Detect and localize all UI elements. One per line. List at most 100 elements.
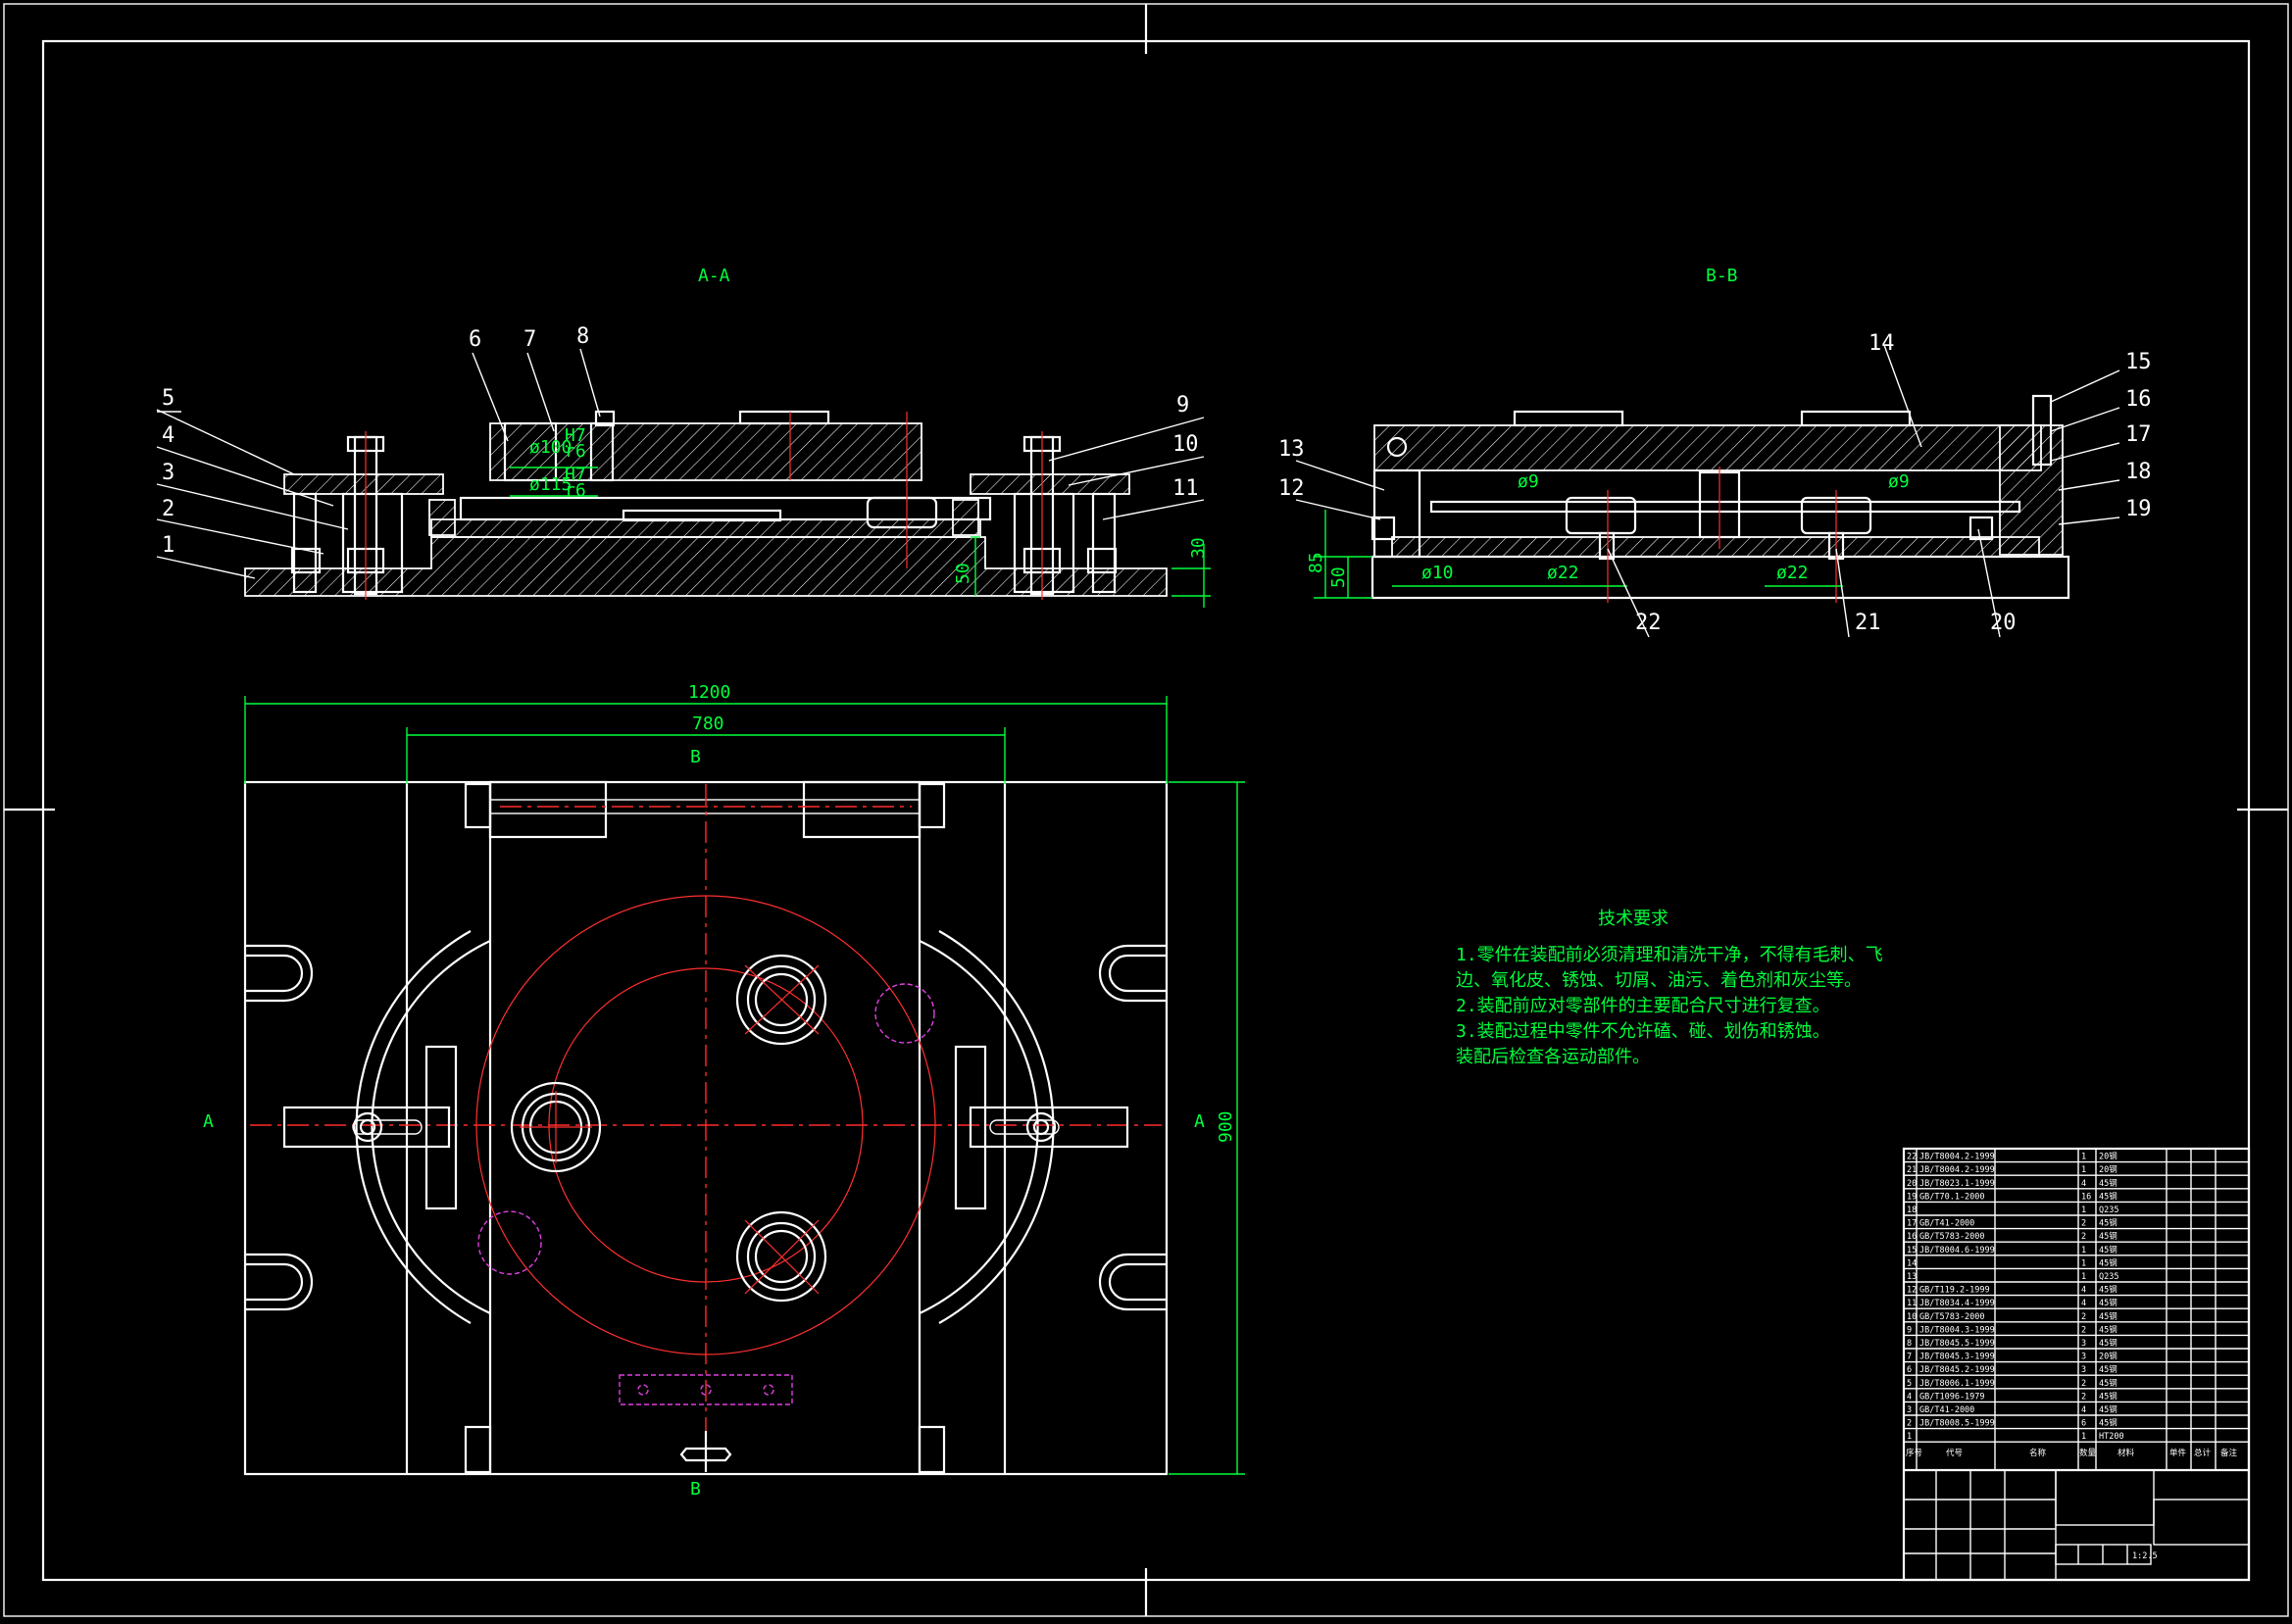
part-number: 19 <box>2125 497 2152 521</box>
bom-header-cell: 备注 <box>2220 1448 2238 1458</box>
dim-fit-bot-1: r6 <box>565 441 586 462</box>
bom-cell: 45钢 <box>2099 1364 2118 1375</box>
dim-fit-top-1: H7 <box>565 425 586 446</box>
part-number: 8 <box>576 324 589 349</box>
tech-req-line: 1.零件在装配前必须清理和清洗干净，不得有毛刺、飞 <box>1456 945 1883 965</box>
tech-req-line: 3.装配过程中零件不允许磕、碰、划伤和锈蚀。 <box>1456 1021 1830 1042</box>
dim-85: 85 <box>1306 552 1326 573</box>
part-number: 22 <box>1635 611 1662 635</box>
part-number: 7 <box>523 327 536 352</box>
bom-cell: JB/T8008.5-1999 <box>1919 1419 1995 1429</box>
bom-cell: 45钢 <box>2099 1404 2118 1415</box>
bom-cell: 2 <box>2081 1232 2086 1242</box>
bom-header-cell: 序号 <box>1906 1448 1922 1458</box>
bom-cell: 11 <box>1907 1299 1917 1308</box>
part-number-labels-bb: 12 13 14 15 16 17 18 19 20 21 22 <box>1278 331 2152 635</box>
bom-cell: 1 <box>2081 1258 2086 1268</box>
bom-cell: 3 <box>2081 1339 2086 1349</box>
part-number: 5 <box>162 386 174 411</box>
dim-30: 30 <box>1188 537 1209 559</box>
part-number: 6 <box>469 327 481 352</box>
bom-cell: 2 <box>2081 1219 2086 1229</box>
section-marker-b-bottom: B <box>690 1479 701 1500</box>
dim-phi9-b: ø9 <box>1888 471 1910 492</box>
scale-value: 1:2.5 <box>2132 1551 2158 1561</box>
bom-cell: Q235 <box>2099 1206 2118 1215</box>
bom-cell: 20钢 <box>2099 1164 2118 1175</box>
bom-cell: 6 <box>1907 1365 1912 1375</box>
dim-phi100: ø100 <box>529 437 572 458</box>
bom-cell: 45钢 <box>2099 1245 2118 1255</box>
bom-cell: 16 <box>1907 1232 1917 1242</box>
dim-phi115: ø115 <box>529 474 572 495</box>
bom-cell: 1 <box>2081 1272 2086 1282</box>
bom-cell: GB/T119.2-1999 <box>1919 1286 1990 1296</box>
bom-cell: 45钢 <box>2099 1311 2118 1322</box>
section-aa-view <box>244 410 1168 600</box>
bom-cell: GB/T5783-2000 <box>1919 1312 1985 1322</box>
bom-cell: 1 <box>1907 1432 1912 1442</box>
bom-cell: 4 <box>2081 1179 2086 1189</box>
bom-cell: 19 <box>1907 1192 1917 1202</box>
dim-50: 50 <box>953 563 973 584</box>
bom-cell: JB/T8023.1-1999 <box>1919 1179 1995 1189</box>
centering-marks <box>4 4 2288 1616</box>
bom-cell: 2 <box>2081 1325 2086 1335</box>
bom-cell: 45钢 <box>2099 1285 2118 1296</box>
bom-cell: 3 <box>1907 1405 1912 1415</box>
bom-cell: JB/T8004.2-1999 <box>1919 1153 1995 1162</box>
bom-cell: GB/T70.1-2000 <box>1919 1192 1985 1202</box>
bom-cell: 21 <box>1907 1165 1917 1175</box>
part-number: 21 <box>1855 611 1881 635</box>
bom-cell: 8 <box>1907 1339 1912 1349</box>
part-number: 3 <box>162 461 174 485</box>
bom-cell: 2 <box>2081 1379 2086 1389</box>
bom-cell: 45钢 <box>2099 1391 2118 1402</box>
bom-cell: 9 <box>1907 1325 1912 1335</box>
bom-cell: 45钢 <box>2099 1298 2118 1308</box>
bom-cell: 1 <box>2081 1432 2086 1442</box>
bom-cell: GB/T41-2000 <box>1919 1405 1974 1415</box>
bom-cell: JB/T8045.2-1999 <box>1919 1365 1995 1375</box>
technical-requirements: 技术要求 1.零件在装配前必须清理和清洗干净，不得有毛刺、飞 边、氧化皮、锈蚀、… <box>1456 909 1883 1067</box>
bom-cell: 4 <box>2081 1405 2086 1415</box>
part-number-labels-aa: 1 2 3 4 5 6 7 8 9 10 11 <box>162 324 1199 558</box>
bom-header-cell: 总计 <box>2194 1448 2212 1458</box>
plan-view-dimensions: 1200 780 900 A A B B <box>203 682 1245 1500</box>
bom-cell: JB/T8004.2-1999 <box>1919 1165 1995 1175</box>
bom-cell: 22 <box>1907 1153 1917 1162</box>
bom-cell: JB/T8034.4-1999 <box>1919 1299 1995 1308</box>
section-marker-a-right: A <box>1194 1111 1205 1132</box>
bom-header-cell: 代号 <box>1946 1448 1963 1458</box>
bom-header-cell: 材料 <box>2118 1448 2135 1458</box>
bom-cell: 1 <box>2081 1246 2086 1255</box>
bom-cell: 4 <box>2081 1286 2086 1296</box>
bom-cell: 45钢 <box>2099 1178 2118 1189</box>
bom-cell: 45钢 <box>2099 1418 2118 1429</box>
tech-req-line: 装配后检查各运动部件。 <box>1456 1047 1650 1067</box>
dim-phi10: ø10 <box>1421 563 1454 583</box>
bom-cell: GB/T1096-1979 <box>1919 1392 1985 1402</box>
dim-phi22-b: ø22 <box>1776 563 1809 583</box>
bom-cell: 16 <box>2081 1192 2091 1202</box>
part-number: 4 <box>162 423 174 448</box>
bom-cell: 4 <box>2081 1299 2086 1308</box>
part-number: 14 <box>1868 331 1895 356</box>
bom-cell: JB/T8045.3-1999 <box>1919 1353 1995 1362</box>
section-aa-leaders <box>156 348 1205 579</box>
bom-header-cell: 名称 <box>2029 1448 2047 1458</box>
dim-phi9-a: ø9 <box>1518 471 1539 492</box>
part-number: 15 <box>2125 350 2152 374</box>
bom-cell: GB/T5783-2000 <box>1919 1232 1985 1242</box>
bom-cell: 3 <box>2081 1365 2086 1375</box>
part-number: 20 <box>1990 611 2017 635</box>
bom-cell: 1 <box>2081 1165 2086 1175</box>
tech-req-line: 边、氧化皮、锈蚀、切屑、油污、着色剂和灰尘等。 <box>1456 970 1862 991</box>
bom-cell: 2 <box>2081 1312 2086 1322</box>
bom-cell: 17 <box>1907 1219 1917 1229</box>
bom-cell: 3 <box>2081 1353 2086 1362</box>
bom-cell: 6 <box>2081 1419 2086 1429</box>
part-number: 13 <box>1278 437 1305 462</box>
